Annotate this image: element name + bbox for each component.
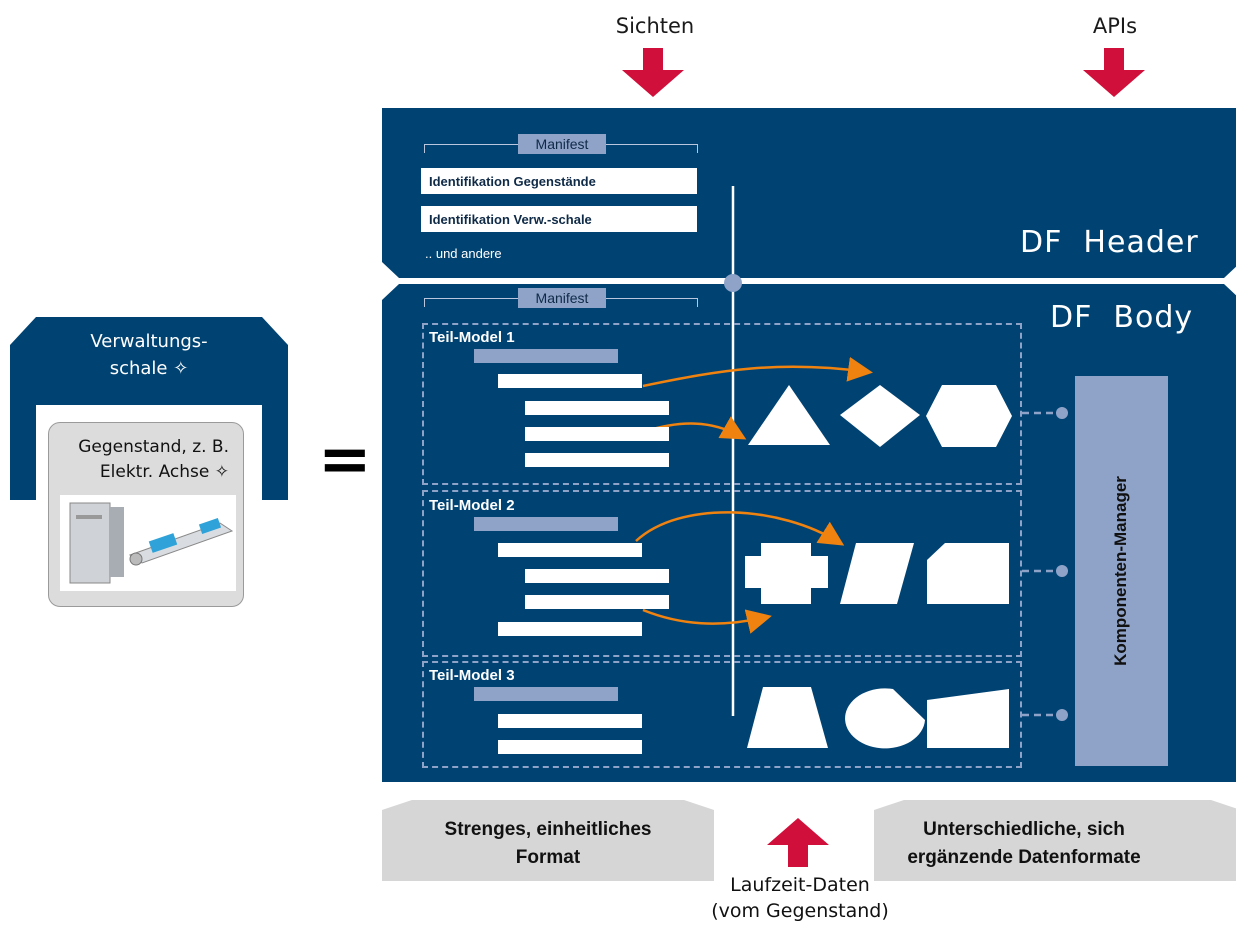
submodel-box-2: [422, 490, 1022, 657]
hexagon-shape: [926, 385, 1012, 447]
equals-sign: =: [318, 423, 372, 497]
aas-title: Verwaltungs- schale ✧: [36, 328, 262, 382]
body-manifest-label: Manifest: [518, 288, 606, 308]
df-header-title: DF Header: [1020, 225, 1199, 260]
data-row: [474, 687, 618, 701]
cut-circle-shape: [845, 688, 925, 749]
data-row: [525, 427, 669, 441]
left-format-line2: Format: [515, 847, 581, 868]
submodel-title-1: Teil-Model 1: [429, 329, 515, 346]
runtime-line2: (vom Gegenstand): [711, 900, 889, 922]
header-item-aas: Identifikation Verw.-schale: [421, 206, 697, 232]
junction-dot: [724, 274, 742, 292]
asset-box: Gegenstand, z. B. Elektr. Achse ✧: [48, 422, 244, 607]
connector-dot-1: [1056, 407, 1068, 419]
data-row: [525, 569, 669, 583]
header-manifest-label: Manifest: [518, 134, 606, 154]
orange-arrow-4: [642, 608, 772, 634]
data-row: [498, 740, 642, 754]
component-manager: Komponenten-Manager: [1075, 376, 1168, 766]
right-format-label: Unterschiedliche, sich ergänzende Datenf…: [874, 816, 1174, 872]
aas-frame: [10, 317, 288, 500]
data-row: [498, 374, 642, 388]
runtime-label: Laufzeit-Daten (vom Gegenstand): [700, 872, 900, 924]
orange-arrow-3: [635, 511, 845, 546]
views-label: Sichten: [615, 14, 695, 38]
header-item-assets: Identifikation Gegenstände: [421, 168, 697, 194]
submodel-box-1: [422, 323, 1022, 485]
asset-line1: Gegenstand, z. B.: [78, 437, 229, 457]
runtime-arrow: [767, 818, 829, 867]
right-format-line1: Unterschiedliche, sich: [923, 819, 1125, 840]
data-row: [525, 453, 669, 467]
right-format-panel: [874, 800, 1236, 881]
data-row: [474, 517, 618, 531]
views-arrow: [622, 48, 684, 97]
asset-line2: Elektr. Achse ✧: [99, 462, 229, 482]
runtime-line1: Laufzeit-Daten: [730, 874, 870, 896]
connector-dot-2: [1056, 565, 1068, 577]
orange-arrow-1: [642, 356, 873, 388]
trapezoid-shape: [747, 687, 828, 748]
triangle-shape: [748, 385, 830, 445]
diamond-shape: [840, 385, 920, 447]
cross-shape: [745, 543, 828, 604]
df-body-title: DF Body: [1050, 300, 1194, 335]
asset-label: Gegenstand, z. B. Elektr. Achse ✧: [78, 435, 229, 485]
aas-title-line2: schale ✧: [109, 358, 189, 379]
aas-title-line1: Verwaltungs-: [90, 331, 208, 352]
connector-dot-3: [1056, 709, 1068, 721]
data-row: [525, 595, 669, 609]
right-format-line2: ergänzende Datenformate: [907, 847, 1141, 868]
asset-image: [60, 495, 236, 591]
component-manager-label: Komponenten-Manager: [1111, 476, 1130, 666]
submodel-title-3: Teil-Model 3: [429, 667, 515, 684]
left-format-panel: [382, 800, 714, 881]
apis-label: APIs: [1092, 14, 1138, 38]
data-row: [498, 543, 642, 557]
cut-rect-shape: [927, 543, 1009, 604]
parallelogram-shape: [840, 543, 914, 604]
data-row: [525, 401, 669, 415]
submodel-box-3: [422, 661, 1022, 768]
data-row: [474, 349, 618, 363]
apis-arrow: [1083, 48, 1145, 97]
data-row: [498, 714, 642, 728]
submodel-title-2: Teil-Model 2: [429, 497, 515, 514]
data-row: [498, 622, 642, 636]
left-format-line1: Strenges, einheitliches: [444, 819, 652, 840]
header-more-label: .. und andere: [425, 246, 502, 261]
left-format-label: Strenges, einheitliches Format: [382, 816, 714, 872]
slanted-rect-shape: [927, 689, 1009, 748]
